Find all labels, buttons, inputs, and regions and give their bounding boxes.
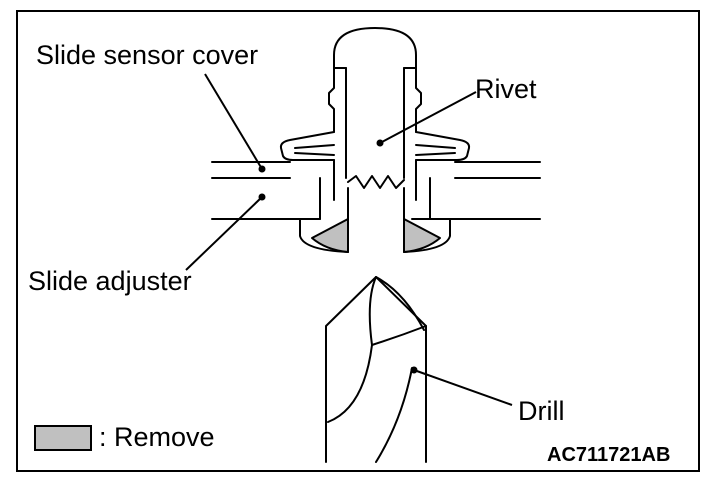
figure-code: AC711721AB	[547, 444, 671, 466]
left-clip-flange	[279, 131, 335, 161]
leader-line-rivet	[379, 91, 477, 144]
drill-bit	[325, 276, 427, 463]
rivet-break-line	[347, 175, 405, 189]
leader-dot-drill	[410, 366, 418, 374]
removed-area-left	[311, 218, 349, 253]
rivet-head	[333, 27, 417, 69]
leader-dot-slide-adjuster	[258, 193, 266, 201]
leader-line-slide-adjuster	[185, 196, 263, 271]
rivet-left-wall	[328, 67, 335, 133]
label-drill: Drill	[518, 396, 565, 426]
label-rivet: Rivet	[475, 74, 537, 104]
legend-remove-text: : Remove	[99, 422, 215, 452]
removed-area-right	[403, 218, 441, 253]
legend-remove-swatch	[34, 425, 92, 451]
leader-dot-rivet	[376, 139, 384, 147]
figure-frame	[16, 10, 700, 472]
label-slide-sensor-cover: Slide sensor cover	[36, 40, 259, 70]
right-clip-flange	[415, 131, 471, 161]
slide-sensor-cover-part	[211, 161, 541, 179]
leader-dot-sensor-cover	[258, 165, 266, 173]
label-slide-adjuster: Slide adjuster	[28, 266, 192, 296]
rivet-right-wall	[415, 67, 422, 133]
leader-line-sensor-cover	[204, 73, 263, 170]
leader-line-drill	[413, 369, 513, 406]
